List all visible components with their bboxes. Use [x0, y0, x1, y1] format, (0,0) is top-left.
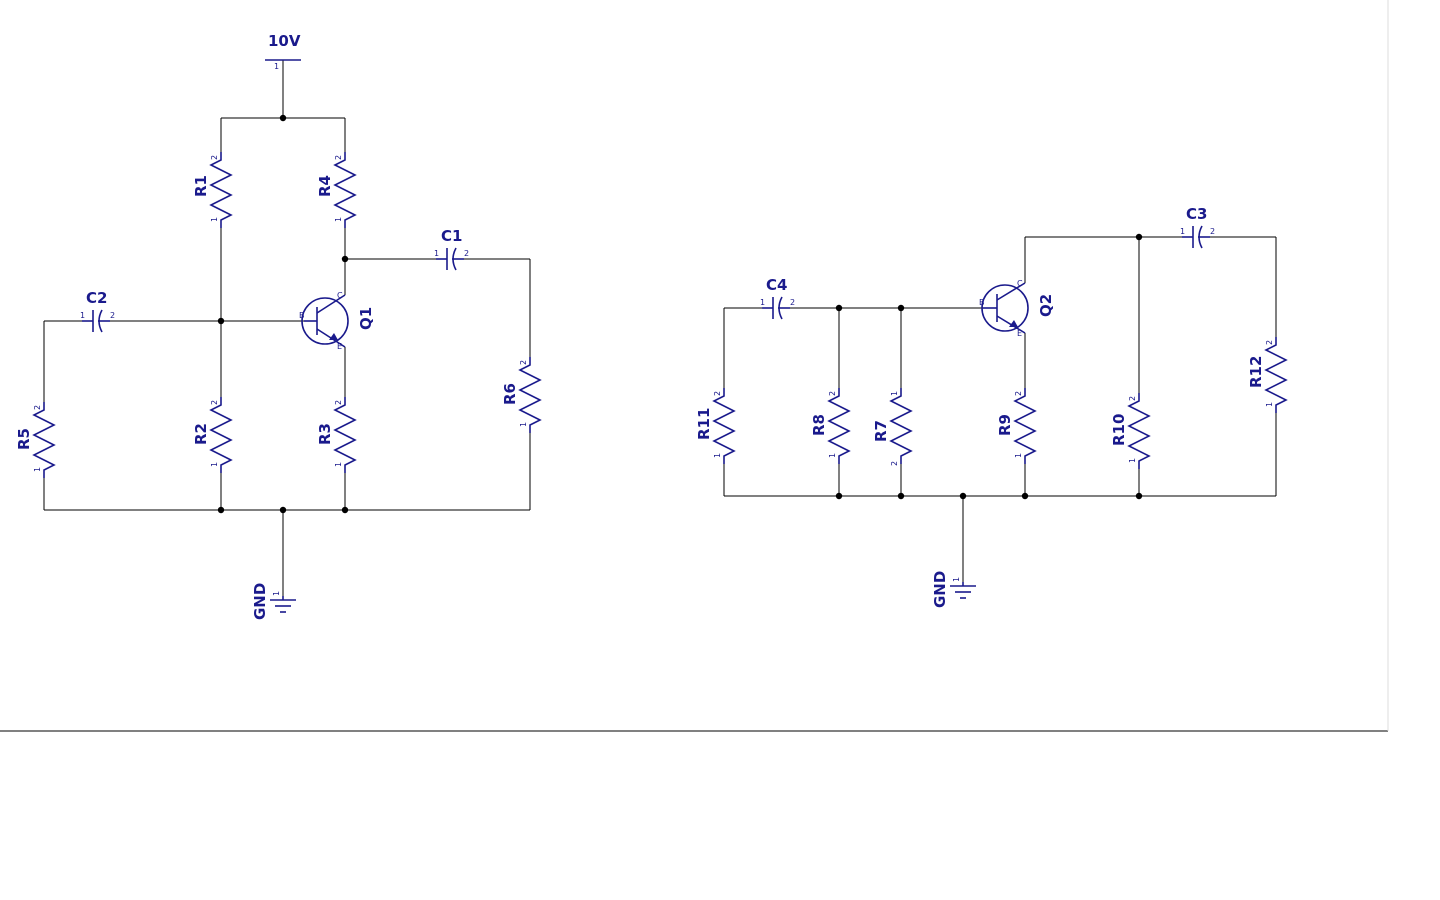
capacitor-c3[interactable]: C3 1 2 — [1180, 205, 1215, 249]
capacitor-c1[interactable]: C1 1 2 — [434, 227, 469, 271]
r7-pin-b: 2 — [890, 461, 899, 466]
r6-label: R6 — [501, 383, 519, 405]
q1-pin-c: C — [337, 291, 343, 300]
r9-label: R9 — [996, 414, 1014, 436]
c2-pin-b: 2 — [110, 311, 115, 320]
resistor-r1[interactable]: R1 2 1 — [192, 151, 232, 229]
circuit-1-junctions — [217, 114, 349, 514]
r11-label: R11 — [695, 408, 713, 440]
c3-pin-a: 1 — [1180, 227, 1185, 236]
resistor-r5[interactable]: R5 2 1 — [15, 401, 55, 479]
supply-10v[interactable]: 10V 1 — [265, 32, 301, 71]
r4-label: R4 — [316, 175, 334, 197]
r6-pin-a: 2 — [519, 360, 528, 365]
r10-label: R10 — [1110, 414, 1128, 446]
capacitor-c4[interactable]: C4 1 2 — [760, 276, 795, 320]
transistor-q2[interactable]: Q2 B C E — [979, 279, 1055, 338]
r11-pin-b: 1 — [713, 453, 722, 458]
r9-pin-b: 1 — [1014, 453, 1023, 458]
r10-pin-a: 2 — [1128, 396, 1137, 401]
resistor-r7[interactable]: R7 1 2 — [872, 387, 912, 466]
resistor-r12[interactable]: R12 2 1 — [1247, 336, 1287, 414]
r12-label: R12 — [1247, 356, 1265, 388]
r12-pin-b: 1 — [1265, 402, 1274, 407]
resistor-r6[interactable]: R6 2 1 — [501, 356, 541, 434]
q1-pin-b: B — [299, 311, 305, 320]
ground-symbol-2[interactable]: GND 1 — [931, 571, 976, 608]
circuit-2-wires — [723, 236, 1277, 582]
c4-pin-b: 2 — [790, 298, 795, 307]
resistor-r10[interactable]: R10 2 1 — [1110, 392, 1150, 470]
q2-pin-b: B — [979, 298, 985, 307]
ground-symbol-1[interactable]: GND 1 — [251, 583, 296, 620]
c3-pin-b: 2 — [1210, 227, 1215, 236]
r1-pin-a: 2 — [210, 155, 219, 160]
supply-label: 10V — [268, 32, 301, 50]
transistor-q1[interactable]: Q1 B C E — [299, 291, 375, 351]
r1-pin-b: 1 — [210, 217, 219, 222]
q1-label: Q1 — [357, 307, 375, 330]
resistor-r2[interactable]: R2 2 1 — [192, 396, 232, 474]
resistor-r11[interactable]: R11 2 1 — [695, 387, 735, 465]
r12-pin-a: 2 — [1265, 340, 1274, 345]
r4-pin-b: 1 — [334, 217, 343, 222]
r5-pin-a: 2 — [33, 405, 42, 410]
circuit-2-junctions — [835, 233, 1143, 500]
r4-pin-a: 2 — [334, 155, 343, 160]
r2-pin-a: 2 — [210, 400, 219, 405]
r5-pin-b: 1 — [33, 467, 42, 472]
q2-label: Q2 — [1037, 294, 1055, 317]
c1-label: C1 — [441, 227, 462, 245]
r2-pin-b: 1 — [210, 462, 219, 467]
circuit-2: C4 1 2 C3 1 2 Q2 B C E R11 2 — [695, 205, 1287, 608]
r9-pin-a: 2 — [1014, 391, 1023, 396]
r1-label: R1 — [192, 175, 210, 197]
r8-pin-a: 2 — [828, 391, 837, 396]
gnd1-pin: 1 — [272, 591, 281, 596]
r3-pin-a: 2 — [334, 400, 343, 405]
r3-label: R3 — [316, 423, 334, 445]
gnd2-label: GND — [931, 571, 949, 608]
r2-label: R2 — [192, 423, 210, 445]
q2-pin-e: E — [1017, 329, 1022, 338]
r10-pin-b: 1 — [1128, 458, 1137, 463]
supply-pin: 1 — [274, 62, 279, 71]
r7-pin-a: 1 — [890, 391, 899, 396]
r8-pin-b: 1 — [828, 453, 837, 458]
q2-pin-c: C — [1017, 279, 1023, 288]
gnd2-pin: 1 — [952, 577, 961, 582]
circuit-1: 10V 1 R1 2 1 R4 2 1 C1 1 2 C2 1 — [15, 32, 541, 620]
q1-pin-e: E — [337, 342, 342, 351]
c1-pin-a: 1 — [434, 249, 439, 258]
c3-label: C3 — [1186, 205, 1207, 223]
resistor-r8[interactable]: R8 2 1 — [810, 387, 850, 465]
resistor-r4[interactable]: R4 2 1 — [316, 151, 356, 229]
r5-label: R5 — [15, 428, 33, 450]
circuit-1-wires — [43, 60, 531, 596]
r8-label: R8 — [810, 414, 828, 436]
c1-pin-b: 2 — [464, 249, 469, 258]
c4-label: C4 — [766, 276, 787, 294]
r7-label: R7 — [872, 420, 890, 442]
r3-pin-b: 1 — [334, 462, 343, 467]
r6-pin-b: 1 — [519, 422, 528, 427]
capacitor-c2[interactable]: C2 1 2 — [80, 289, 115, 333]
gnd1-label: GND — [251, 583, 269, 620]
resistor-r9[interactable]: R9 2 1 — [996, 387, 1036, 465]
c2-pin-a: 1 — [80, 311, 85, 320]
resistor-r3[interactable]: R3 2 1 — [316, 396, 356, 474]
r11-pin-a: 2 — [713, 391, 722, 396]
c4-pin-a: 1 — [760, 298, 765, 307]
c2-label: C2 — [86, 289, 107, 307]
